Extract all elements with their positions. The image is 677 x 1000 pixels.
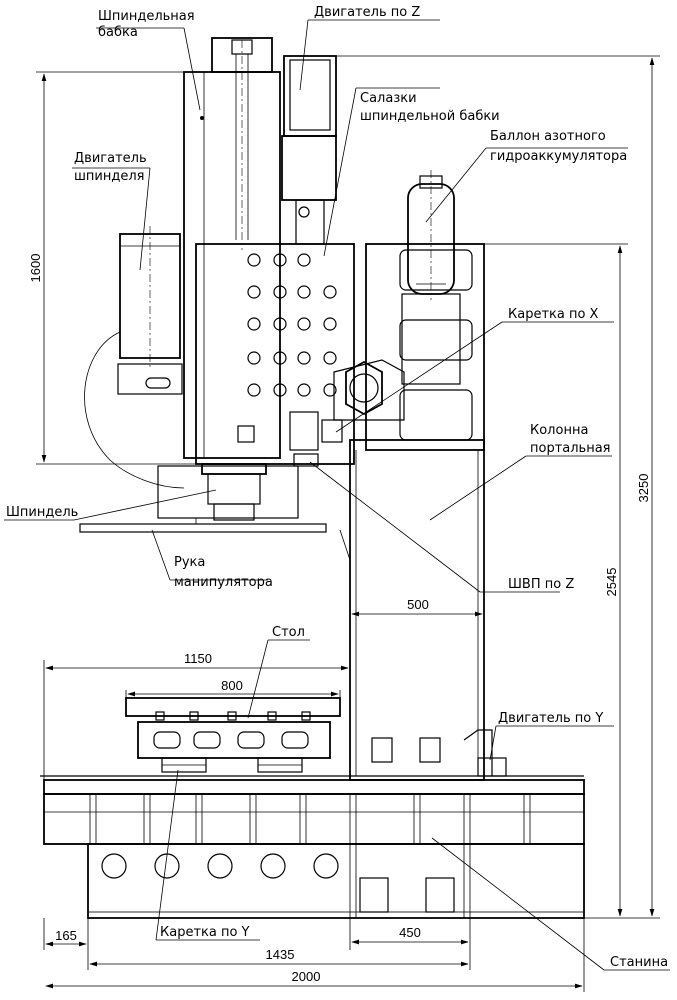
dim-1150: 1150: [184, 651, 212, 666]
dim-500: 500: [407, 597, 429, 612]
label-carriage-x: Каретка по X: [508, 307, 599, 322]
label-carriage-y: Каретка по Y: [160, 925, 250, 940]
dim-1435: 1435: [266, 947, 295, 962]
dim-450: 450: [399, 925, 421, 940]
label-motor-z: Двигатель по Z: [314, 5, 420, 20]
machine-bed: [40, 775, 585, 919]
dimension-lines: [36, 55, 660, 992]
dim-165: 165: [55, 928, 77, 943]
dim-3250: 3250: [636, 474, 651, 503]
label-ballscrew-z: ШВП по Z: [508, 577, 574, 592]
machine-table: [125, 697, 341, 773]
spindle-head-holes: [247, 253, 337, 397]
spindle-motor: [84, 226, 185, 489]
label-table: Стол: [272, 625, 305, 640]
dimension-values: 1600 3250 2545 500 1150 800 165 450 1435…: [28, 254, 651, 984]
label-bed: Станина: [610, 955, 668, 970]
manipulator-arm: [79, 465, 327, 533]
dim-2545: 2545: [604, 568, 619, 597]
dim-1600: 1600: [28, 254, 43, 283]
dim-800: 800: [221, 678, 243, 693]
spindle-head: [183, 37, 355, 521]
label-spindle: Шпиндель: [6, 505, 78, 520]
dim-2000: 2000: [292, 969, 321, 984]
column-head: [333, 170, 485, 451]
label-motor-y: Двигатель по Y: [498, 711, 603, 726]
leader-lines: [4, 19, 670, 971]
